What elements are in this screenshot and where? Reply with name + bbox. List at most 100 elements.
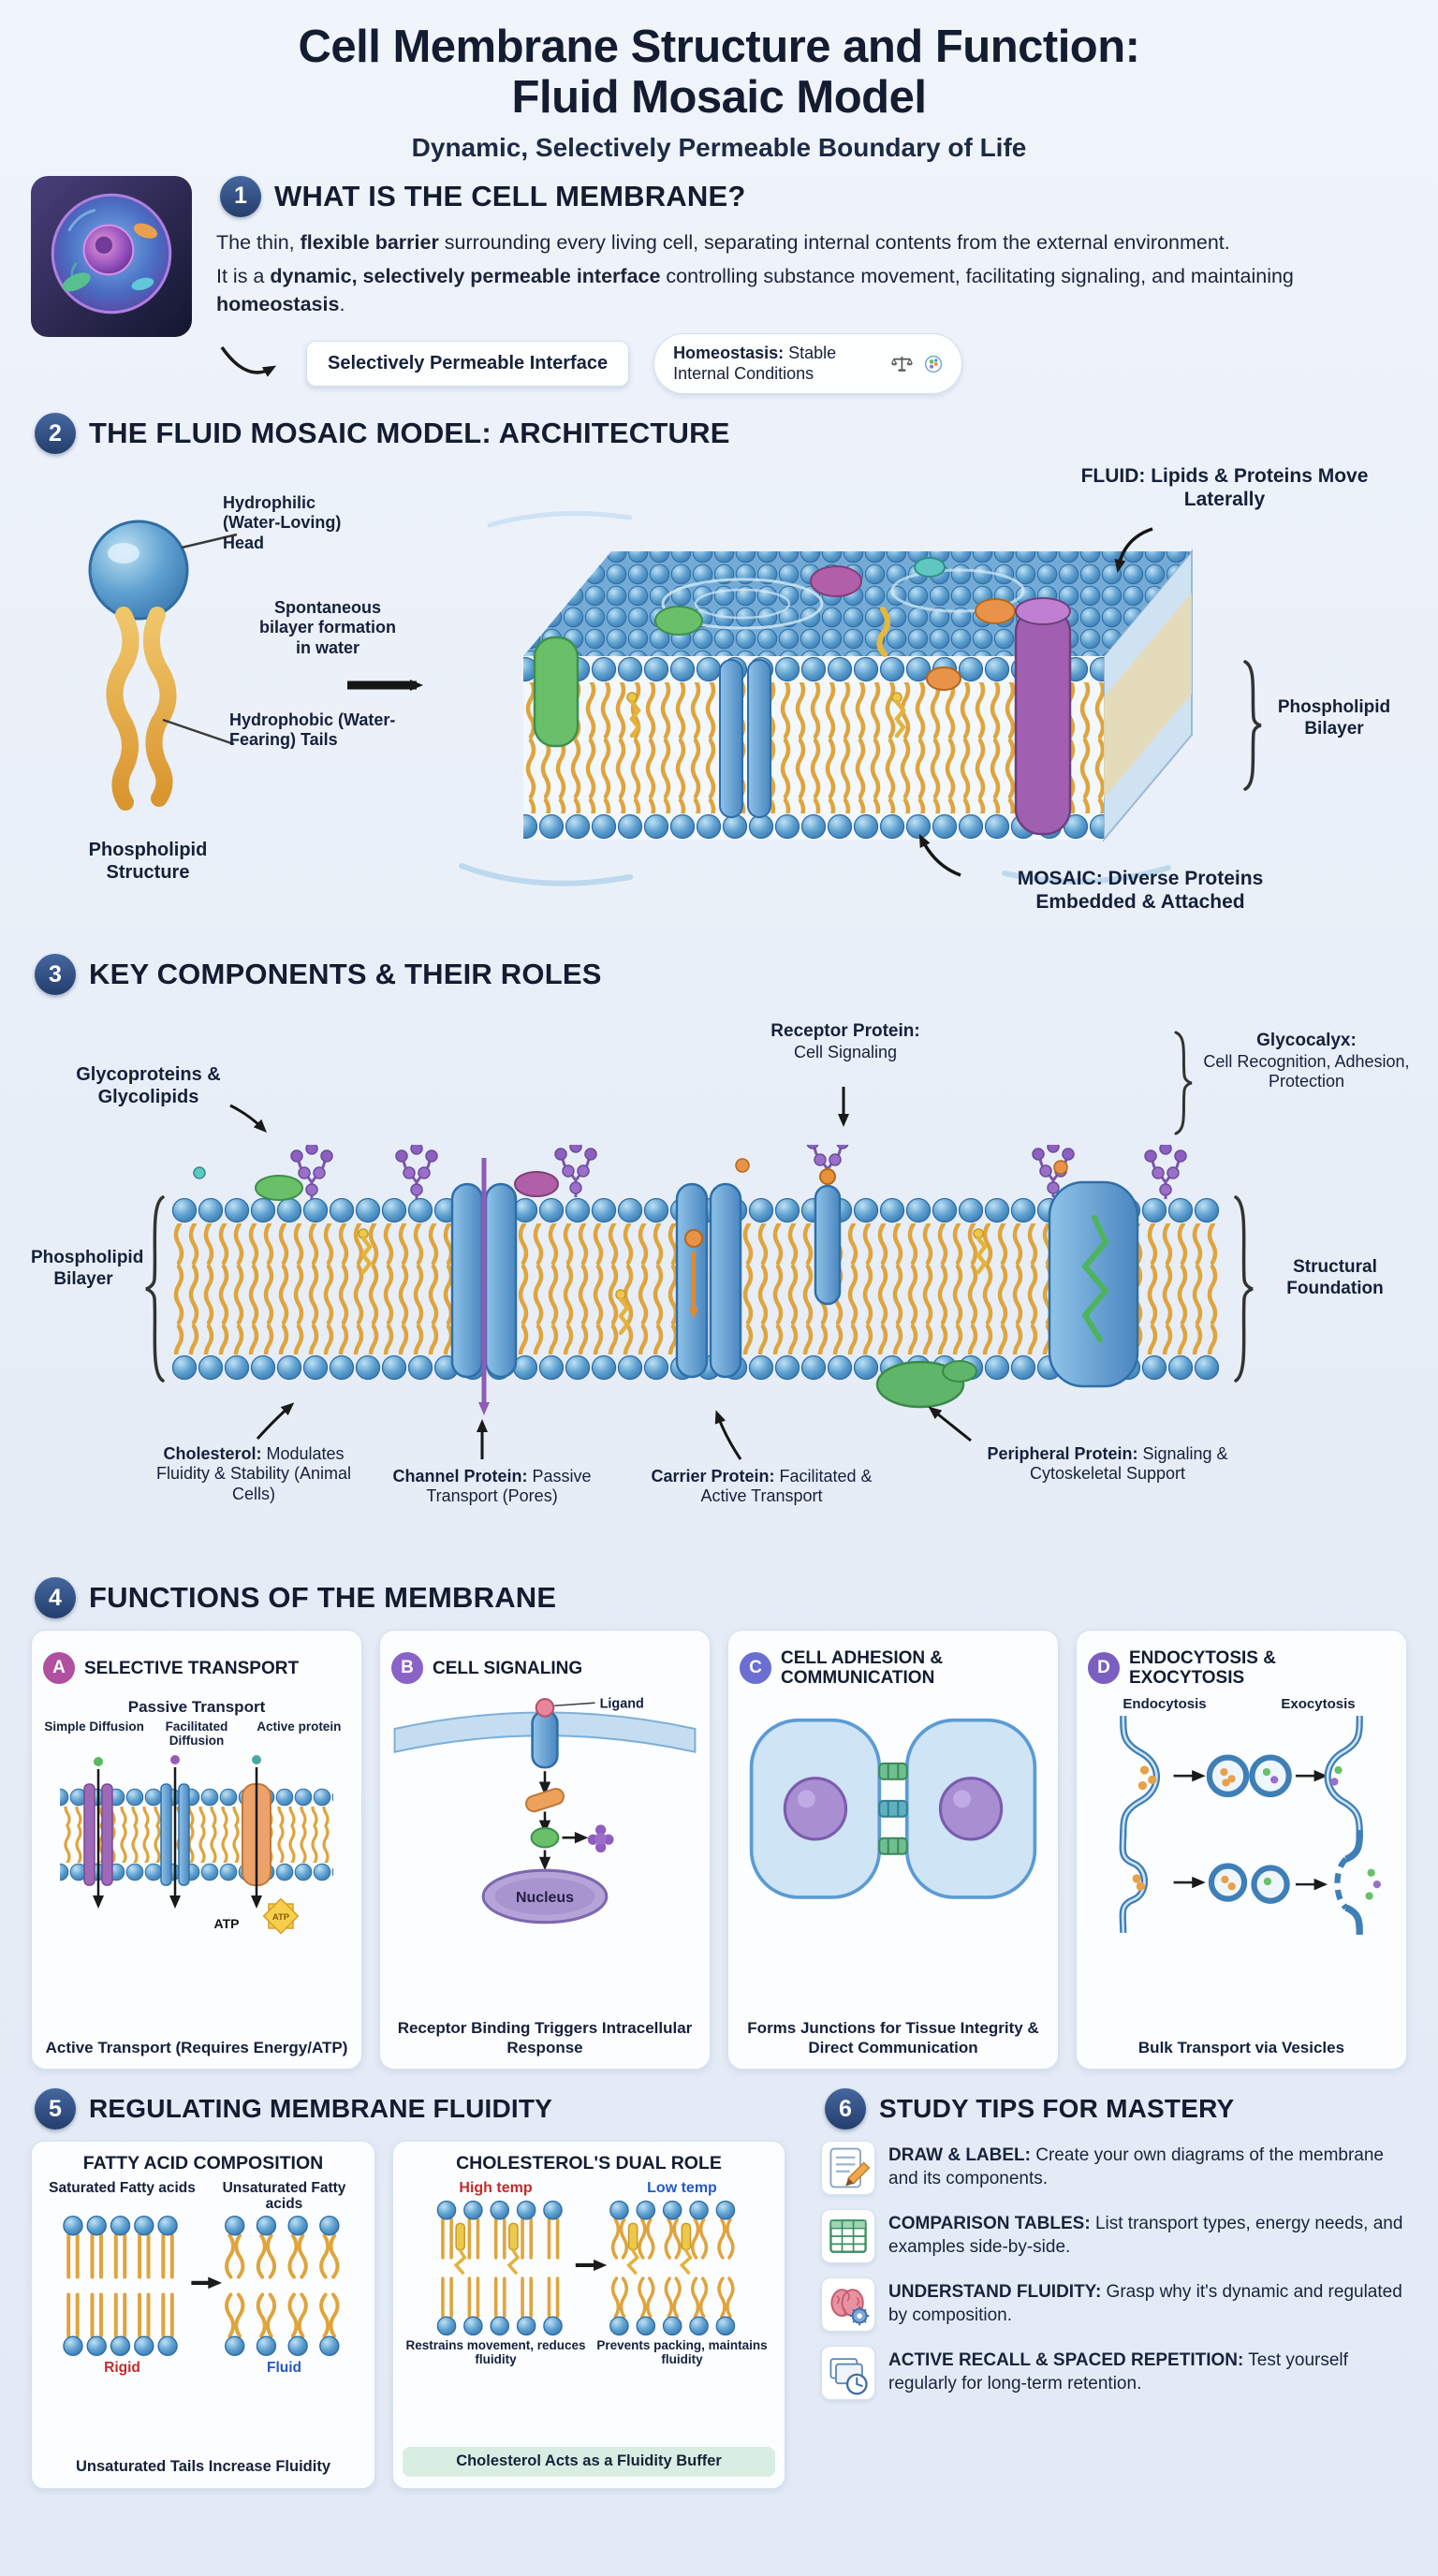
facilitated-diffusion-channel [160,1783,190,1886]
page-title-line1: Cell Membrane Structure and Function: [298,22,1140,72]
cell-illustration [31,175,192,337]
structural-brace [1234,1195,1254,1383]
brain-icon [830,2289,870,2326]
phospholipid-structure-illustration [88,520,238,812]
section1-badges: Selectively Permeable Interface Homeosta… [216,333,1377,395]
section1-paragraph2: It is a dynamic, selectively permeable i… [216,264,1294,315]
section-fluidity: 5 REGULATING MEMBRANE FLUIDITY FATTY ACI… [31,2088,789,2490]
passive-transport-label: Passive Transport [127,1698,266,1717]
simple-diffusion-channel [83,1783,113,1886]
cholesterol-diagram [436,2200,736,2335]
fatty-acid-labels: Saturated Fatty acids Unsaturated Fatty … [49,2180,346,2213]
membrane-3d-illustration [459,511,1193,886]
section4-header: 4 FUNCTIONS OF THE MEMBRANE [35,1577,1407,1619]
fatty-acid-card-title: FATTY ACID COMPOSITION [82,2153,324,2174]
receptor [531,1710,559,1769]
endocytosis-stage2 [1119,1830,1248,1934]
cholesterol-card: CHOLESTEROL'S DUAL ROLE High temp Low te… [392,2141,785,2490]
peripheral-protein [875,1360,977,1409]
fatty-acid-diagram [63,2216,340,2357]
receptor-protein [814,1168,842,1306]
section1-paragraph1: The thin, flexible barrier surrounding e… [216,230,1230,254]
endo-exo-labels: Endocytosis Exocytosis [1123,1696,1356,1713]
section2-title: THE FLUID MOSAIC MODEL: ARCHITECTURE [89,417,730,450]
page-title-line2: Fluid Mosaic Model [511,71,927,123]
svg-text:Nucleus: Nucleus [516,1890,574,1906]
card-a-caption: Active Transport (Requires Energy/ATP) [45,2038,348,2056]
membrane-front-face [523,656,1104,841]
table-icon [829,2219,867,2254]
temp-tags: High temp Low temp [459,2180,717,2197]
channel-protein-teal [719,659,771,819]
svg-text:ATP: ATP [272,1912,290,1923]
rigidity-tags: Rigid Fluid [104,2360,302,2377]
section5-title: REGULATING MEMBRANE FLUIDITY [89,2094,553,2124]
svg-text:Ligand: Ligand [600,1697,644,1712]
card-c-badge: C [740,1652,771,1685]
bottom-sections: 5 REGULATING MEMBRANE FLUIDITY FATTY ACI… [31,2088,1407,2490]
section-study-tips: 6 STUDY TIPS FOR MASTERY DRAW & LABEL: C… [821,2088,1407,2489]
homeostasis-badge: Homeostasis: Stable Internal Conditions [653,333,963,395]
mosaic-protein-orange [975,598,1016,625]
hydrophobic-tails-label: Hydrophobic (Water-Fearing) Tails [229,710,396,750]
section3-header: 3 KEY COMPONENTS & THEIR ROLES [35,954,1407,996]
section2-number-badge: 2 [35,413,76,455]
glycoproteins-label: Glycoproteins & Glycolipids [76,1064,221,1107]
low-temp-bilayer [609,2200,736,2335]
cholesterol-card-title: CHOLESTEROL'S DUAL ROLE [456,2153,722,2174]
phospholipid-structure-label: Phospholipid Structure [88,840,208,883]
cell-junctions [878,1763,908,1855]
endo-exocytosis-diagram [1119,1716,1382,1936]
cell-contents-icon [924,355,943,373]
section5-number-badge: 5 [35,2088,76,2130]
glyco-pointer-arrow [229,1104,267,1134]
card-a-title: SELECTIVE TRANSPORT [84,1658,300,1678]
mosaic-pointer-arrow [918,833,961,877]
cell-signaling-diagram: Ligand Nucleus [393,1697,697,1925]
fatty-acid-caption: Unsaturated Tails Increase Fluidity [75,2458,331,2476]
channel-protein [450,1158,518,1416]
bilayer-brace-left [145,1195,165,1383]
bilayer-formation-label: Spontaneous bilayer formation in water [258,598,397,657]
section1-content: 1 WHAT IS THE CELL MEMBRANE? The thin, f… [216,175,1377,395]
page-title: Cell Membrane Structure and Function: Fl… [31,22,1407,124]
saturated-bilayer [63,2216,178,2357]
carrier-protein [675,1183,742,1379]
bilayer-brace [1243,660,1262,791]
svg-text:ATP: ATP [214,1916,240,1931]
peripheral-pointer-arrow [928,1406,972,1442]
flashcards-clock-icon [829,2358,868,2395]
curved-arrow-icon [220,345,277,377]
page-subtitle: Dynamic, Selectively Permeable Boundary … [411,132,1027,162]
section4-number-badge: 4 [35,1577,76,1619]
fluid-mosaic-diagram: Hydrophilic (Water-Loving) Head Spontane… [31,465,1407,935]
cholesterol-pointer-arrow [256,1402,295,1441]
high-temp-bilayer [436,2200,563,2335]
channel-pointer-arrow [477,1419,488,1460]
homeostasis-badge-text: Homeostasis: Stable Internal Conditions [673,344,837,383]
transport-column-labels: Simple Diffusion Facilitated Diffusion A… [44,1720,342,1749]
ligand-molecule [535,1698,555,1718]
receptor-protein-label: Receptor Protein: Cell Signaling [770,1021,920,1061]
card-c-title: CELL ADHESION & COMMUNICATION [781,1647,944,1689]
membrane-cross-section [171,1145,1220,1416]
tip-comparison-tables: COMPARISON TABLES: List transport types,… [821,2209,1407,2264]
section6-number-badge: 6 [825,2088,866,2130]
formation-arrow [347,680,423,692]
card-b-badge: B [391,1652,423,1685]
card-d-title: ENDOCYTOSIS & EXOCYTOSIS [1129,1647,1276,1689]
tip-draw-label: DRAW & LABEL: Create your own diagrams o… [821,2141,1407,2196]
hydrophilic-head-label: Hydrophilic (Water-Loving) Head [223,493,342,552]
unsaturated-bilayer [225,2216,340,2357]
function-card-cell-adhesion: C CELL ADHESION & COMMUNICATION [727,1630,1059,2071]
section4-title: FUNCTIONS OF THE MEMBRANE [89,1581,557,1615]
cholesterol-notes: Restrains movement, reduces fluidity Pre… [405,2337,768,2366]
atp-starburst: ATP [262,1897,300,1935]
phospholipid-bilayer-label: Phospholipid Bilayer [1277,697,1391,739]
mosaic-protein-purple [810,565,862,598]
card-b-title: CELL SIGNALING [433,1658,583,1678]
selective-transport-diagram: ATP ATP [60,1754,333,1935]
channel-prot-label: Channel Protein: Passive Transport (Pore… [392,1467,592,1506]
integral-protein-purple [1014,597,1072,836]
